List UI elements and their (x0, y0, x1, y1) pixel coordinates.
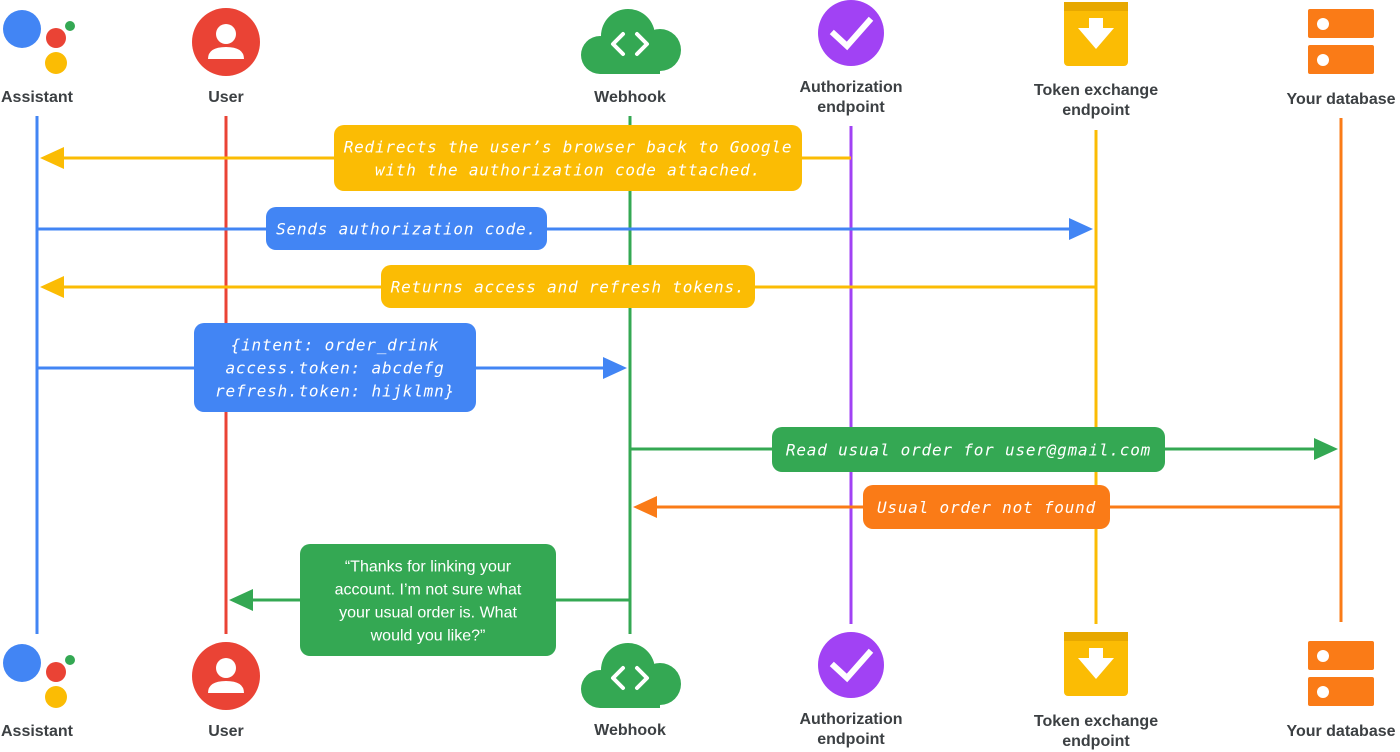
user-avatar-icon (192, 8, 260, 76)
actor-label: Webhook (594, 89, 666, 106)
download-box-icon (1064, 2, 1128, 66)
message-label-box (300, 544, 556, 656)
actor-assistant-top: Assistant (1, 10, 75, 106)
message-text: Usual order not found (877, 498, 1096, 517)
actor-user-top: User (192, 8, 260, 106)
actor-database-top: Your database (1286, 9, 1396, 108)
user-avatar-icon (192, 642, 260, 710)
message-label-box (194, 323, 476, 412)
arrowhead-icon (229, 589, 253, 611)
arrowhead-icon (633, 496, 657, 518)
actor-label: Webhook (594, 722, 666, 739)
actor-label: User (208, 89, 244, 106)
arrowhead-icon (40, 147, 64, 169)
message-token-to-assistant: Returns access and refresh tokens. (40, 265, 1096, 308)
download-box-icon (1064, 632, 1128, 696)
message-text: Read usual order for user@gmail.com (786, 441, 1151, 460)
message-authorization-to-assistant: Redirects the user’s browser back to Goo… (40, 125, 851, 191)
message-text: Returns access and refresh tokens. (391, 278, 746, 297)
database-server-icon (1308, 9, 1374, 74)
cloud-code-icon (581, 643, 681, 708)
actor-database-bottom: Your database (1286, 641, 1396, 740)
message-text: Redirects the user’s browser back to Goo… (344, 138, 793, 180)
database-server-icon (1308, 641, 1374, 706)
actor-assistant-bottom: Assistant (1, 644, 75, 740)
actor-label: Your database (1286, 91, 1395, 108)
actor-webhook-top: Webhook (581, 9, 681, 106)
actor-label: User (208, 723, 244, 740)
checkmark-circle-icon (818, 0, 884, 66)
arrowhead-icon (1314, 438, 1338, 460)
actor-user-bottom: User (192, 642, 260, 740)
message-database-to-webhook: Usual order not found (633, 485, 1341, 529)
actor-webhook-bottom: Webhook (581, 643, 681, 739)
lifelines (35, 116, 1343, 634)
message-label-box (772, 427, 1165, 472)
arrowhead-icon (1069, 218, 1093, 240)
message-label-box (863, 485, 1110, 529)
cloud-code-icon (581, 9, 681, 74)
message-webhook-to-database: Read usual order for user@gmail.com (630, 427, 1338, 472)
message-label-box (334, 125, 802, 191)
message-text: Sends authorization code. (276, 220, 537, 239)
google-assistant-icon (3, 10, 75, 74)
actor-label: Assistant (1, 89, 74, 106)
actor-label: Assistant (1, 723, 74, 740)
actor-label: Your database (1286, 723, 1395, 740)
message-label-box (266, 207, 547, 250)
message-assistant-to-token: Sends authorization code. (37, 207, 1093, 250)
checkmark-circle-icon (818, 632, 884, 698)
arrowhead-icon (603, 357, 627, 379)
messages: Redirects the user’s browser back to Goo… (37, 125, 1341, 656)
message-label-box (381, 265, 755, 308)
google-assistant-icon (3, 644, 75, 708)
arrowhead-icon (40, 276, 64, 298)
